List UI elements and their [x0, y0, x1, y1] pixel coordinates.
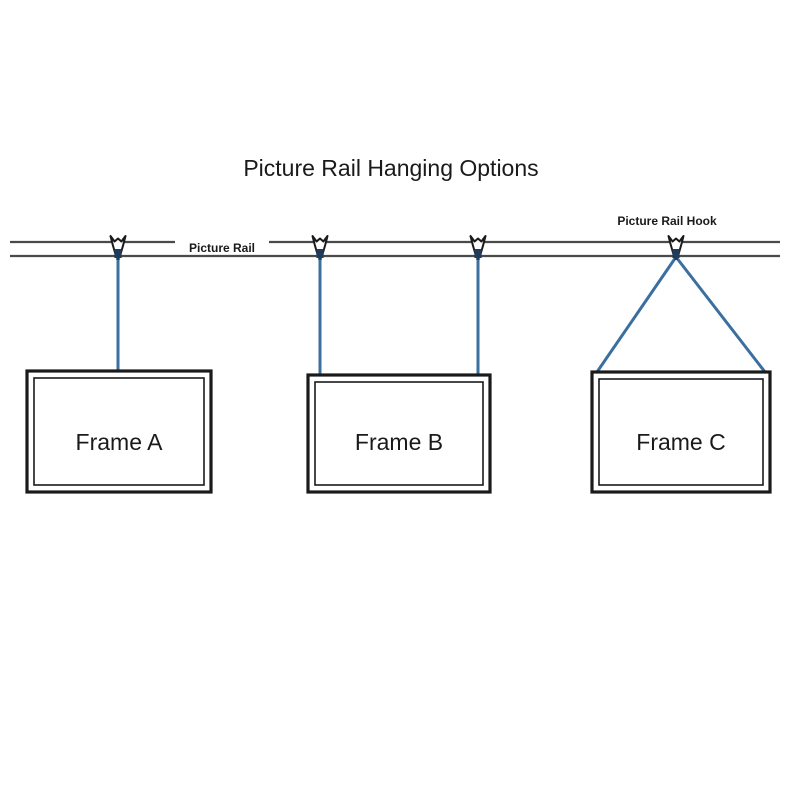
frame-b-label: Frame B	[355, 429, 443, 455]
picture-frames: Frame A Frame B Frame C	[25, 369, 772, 494]
rail-label-backdrop	[175, 236, 269, 248]
picture-rail-hook-label: Picture Rail Hook	[617, 214, 717, 228]
hook-cup	[667, 235, 685, 255]
frame-a-inner-border	[33, 377, 205, 486]
page-title: Picture Rail Hanging Options	[243, 155, 538, 181]
frame-c-label: Frame C	[636, 429, 725, 455]
frame-b[interactable]: Frame B	[306, 373, 492, 494]
wire-frame-c-right	[674, 256, 767, 373]
rail-label-group: Picture Rail	[175, 236, 269, 255]
rail-label: Picture Rail	[189, 241, 255, 255]
frame-a[interactable]: Frame A	[25, 369, 213, 494]
hook-frame-c	[667, 235, 685, 260]
picture-rail-hooks	[109, 235, 685, 260]
frame-c[interactable]: Frame C	[590, 370, 772, 494]
hook-cup	[469, 235, 487, 255]
hook-frame-b-left	[311, 235, 329, 260]
frame-b-inner-border	[314, 381, 484, 486]
hook-cup	[109, 235, 127, 255]
frame-c-inner-border	[598, 378, 764, 486]
hanging-wires	[116, 256, 767, 375]
wire-frame-c-left	[595, 256, 678, 373]
hook-frame-b-right	[469, 235, 487, 260]
hook-cup	[311, 235, 329, 255]
hook-frame-a	[109, 235, 127, 260]
frame-a-label: Frame A	[76, 429, 164, 455]
picture-rail	[10, 240, 780, 258]
